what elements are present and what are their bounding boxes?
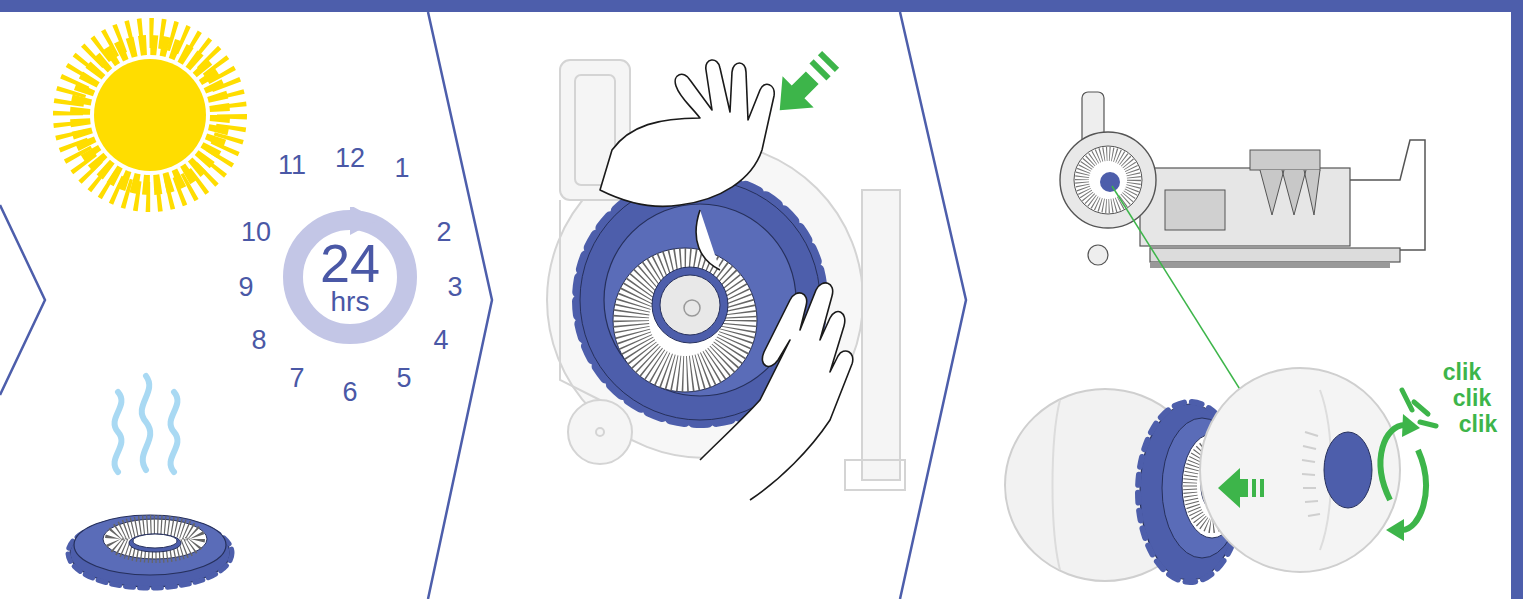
clock-number: 4 [433, 327, 448, 354]
clock-number: 5 [396, 365, 411, 392]
clock-number: 10 [241, 219, 271, 246]
sun-icon [68, 33, 232, 197]
filter-flat [68, 515, 232, 588]
insert-arrow [1218, 468, 1264, 508]
clock-number: 7 [289, 365, 304, 392]
push-arrow [764, 44, 846, 126]
clock-number: 11 [278, 152, 306, 179]
timer-text: 24hrs [280, 207, 420, 347]
clock-number: 2 [436, 219, 451, 246]
machine-side-view [1060, 92, 1425, 268]
drying-waves [115, 376, 178, 472]
right-bar [1511, 0, 1523, 599]
clock-number: 6 [342, 379, 357, 406]
turn-arrow [1381, 414, 1426, 541]
duration-number: 24 [320, 238, 380, 289]
timer-ring: 24hrs [280, 207, 420, 347]
duration-unit: hrs [331, 289, 370, 316]
step-chevron [428, 12, 492, 599]
sound-effect: clik [1443, 361, 1481, 384]
clock-number: 9 [238, 274, 253, 301]
sound-effect: clik [1453, 387, 1491, 410]
machine-outline [547, 60, 905, 490]
step-chevron [0, 205, 45, 395]
click-marks [1402, 390, 1436, 426]
sound-effect: clik [1459, 413, 1497, 436]
clock-number: 3 [447, 274, 462, 301]
clock-number: 8 [251, 327, 266, 354]
hands [600, 60, 853, 500]
step-chevron [900, 12, 966, 599]
clock-number: 12 [335, 145, 365, 172]
top-bar [0, 0, 1523, 12]
exploded-assembly [1005, 368, 1400, 582]
clock-number: 1 [394, 155, 409, 182]
